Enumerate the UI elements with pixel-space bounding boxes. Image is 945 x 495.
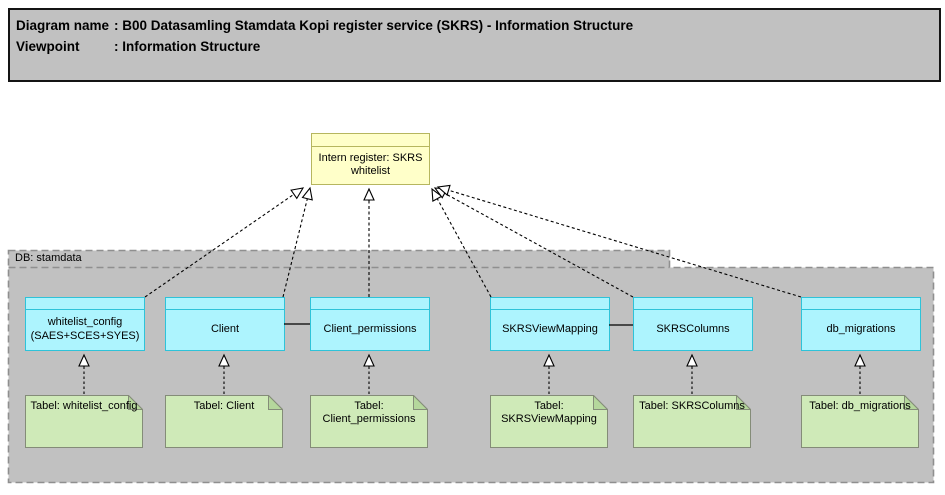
note-fold-icon <box>268 395 283 410</box>
note-label: Tabel: Client_permissions <box>322 400 416 426</box>
note-fold-icon <box>736 395 751 410</box>
entity-header-compartment <box>26 298 144 310</box>
register-label: Intern register: SKRS whitelist <box>318 151 423 177</box>
diagram-name-row: Diagram name : B00 Datasamling Stamdata K… <box>16 15 939 36</box>
diagram-name-label: Diagram name <box>16 18 110 33</box>
viewpoint-value: : Information Structure <box>114 39 261 54</box>
entity-skrsviewmapping[interactable]: SKRSViewMapping <box>490 297 610 351</box>
note-label: Tabel: whitelist_config <box>30 400 138 412</box>
realization-connector-skrsviewmapping-register <box>431 187 492 298</box>
note-tabel-whitelist-config[interactable]: Tabel: whitelist_config <box>25 395 143 448</box>
note-label: Tabel: db_migrations <box>809 400 911 412</box>
entity-header-compartment <box>166 298 284 310</box>
note-tabel-skrscolumns[interactable]: Tabel: SKRSColumns <box>633 395 751 448</box>
realization-connector-db-migrations-register <box>436 184 802 298</box>
note-label: Tabel: SKRSViewMapping <box>501 400 597 426</box>
realization-connector-skrscolumns-register <box>433 187 634 298</box>
note-label: Tabel: SKRSColumns <box>639 400 745 412</box>
entity-header-compartment <box>802 298 920 310</box>
note-tabel-skrsviewmapping[interactable]: Tabel: SKRSViewMapping <box>490 395 608 448</box>
entity-client[interactable]: Client <box>165 297 285 351</box>
entity-label: Client_permissions <box>323 322 417 335</box>
note-tabel-client-permissions[interactable]: Tabel: Client_permissions <box>310 395 428 448</box>
intern-register-node[interactable]: Intern register: SKRS whitelist <box>311 133 430 185</box>
entity-header-compartment <box>634 298 752 310</box>
note-fold-icon <box>593 395 608 410</box>
note-label: Tabel: Client <box>193 400 255 412</box>
note-shape <box>310 395 428 448</box>
note-tabel-db-migrations[interactable]: Tabel: db_migrations <box>801 395 919 448</box>
register-header-compartment <box>312 134 429 147</box>
entity-label: SKRSViewMapping <box>502 322 598 335</box>
note-fold-icon <box>904 395 919 410</box>
entity-skrscolumns[interactable]: SKRSColumns <box>633 297 753 351</box>
note-shape <box>633 395 751 448</box>
note-shape <box>801 395 919 448</box>
entity-label: whitelist_config (SAES+SCES+SYES) <box>30 316 140 342</box>
note-fold-icon <box>128 395 143 410</box>
entity-db-migrations[interactable]: db_migrations <box>801 297 921 351</box>
realization-connector-whitelist-config-register <box>144 187 305 298</box>
entity-header-compartment <box>311 298 429 310</box>
note-shape <box>490 395 608 448</box>
note-fold-icon <box>413 395 428 410</box>
note-shape <box>25 395 143 448</box>
entity-label: db_migrations <box>826 322 896 335</box>
note-tabel-client[interactable]: Tabel: Client <box>165 395 283 448</box>
db-container-shape[interactable] <box>7 249 935 484</box>
db-container-label: DB: stamdata <box>15 252 82 264</box>
viewpoint-row: Viewpoint : Information Structure <box>16 36 939 57</box>
diagram-header: Diagram name : B00 Datasamling Stamdata K… <box>8 8 941 82</box>
viewpoint-label: Viewpoint <box>16 39 80 54</box>
realization-connector-client-register <box>282 186 313 298</box>
entity-label: Client <box>210 322 240 335</box>
diagram-name-value: : B00 Datasamling Stamdata Kopi register… <box>114 18 634 33</box>
note-shape <box>165 395 283 448</box>
entity-whitelist-config[interactable]: whitelist_config (SAES+SCES+SYES) <box>25 297 145 351</box>
entity-label: SKRSColumns <box>656 322 730 335</box>
entity-header-compartment <box>491 298 609 310</box>
entity-client-permissions[interactable]: Client_permissions <box>310 297 430 351</box>
